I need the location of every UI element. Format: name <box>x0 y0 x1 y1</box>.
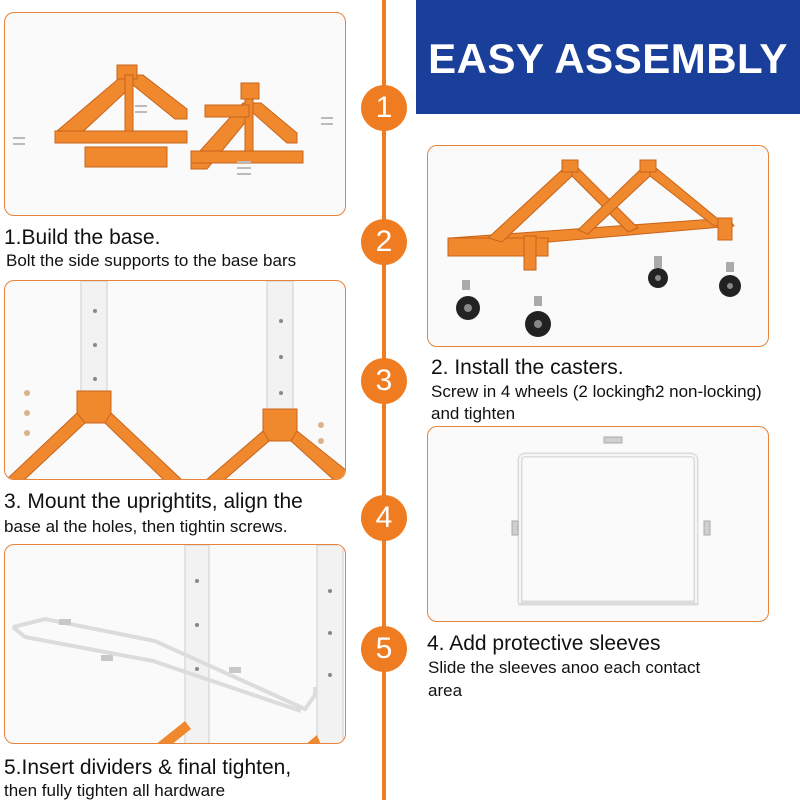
casters-illustration <box>447 159 741 337</box>
step-number-2: 2 <box>361 219 407 265</box>
step1-image-panel <box>4 12 346 216</box>
step5-title: 5.Insert dividers & final tighten, <box>4 756 292 779</box>
step2-desc-line2: and tighten <box>431 404 516 423</box>
step4-desc-line1: Slide the sleeves anoo each contact <box>428 658 701 677</box>
step4-image-panel <box>427 426 769 622</box>
base-frame-illustration <box>13 64 333 175</box>
dividers-illustration <box>11 545 344 743</box>
uprights-illustration <box>6 281 345 479</box>
step2-title: 2. Install the casters. <box>431 356 624 379</box>
step4-title: 4. Add protective sleeves <box>427 632 661 655</box>
step-number-3: 3 <box>361 358 407 404</box>
step2-image-panel <box>427 145 769 347</box>
step3-desc-line1: base al the holes, then tightin screws. <box>4 517 288 536</box>
step-number-4: 4 <box>361 495 407 541</box>
step1-title: 1.Build the base. <box>4 226 161 249</box>
step-number-5: 5 <box>361 626 407 672</box>
step1-desc-line1: Bolt the side supports to the base bars <box>6 251 297 270</box>
sleeves-illustration <box>511 436 711 606</box>
step4-desc-line2: area <box>428 681 463 700</box>
step2-desc-line1: Screw in 4 wheels (2 lockingħ2 non-locki… <box>431 382 762 401</box>
step3-image-panel <box>4 280 346 480</box>
step3-title: 3. Mount the uprightits, align the <box>4 490 303 513</box>
step5-desc-line1: then fully tighten all hardware <box>4 781 226 800</box>
easy-assembly-banner: EASY ASSEMBLY <box>416 0 800 114</box>
step-number-1: 1 <box>361 85 407 131</box>
step5-image-panel <box>4 544 346 744</box>
